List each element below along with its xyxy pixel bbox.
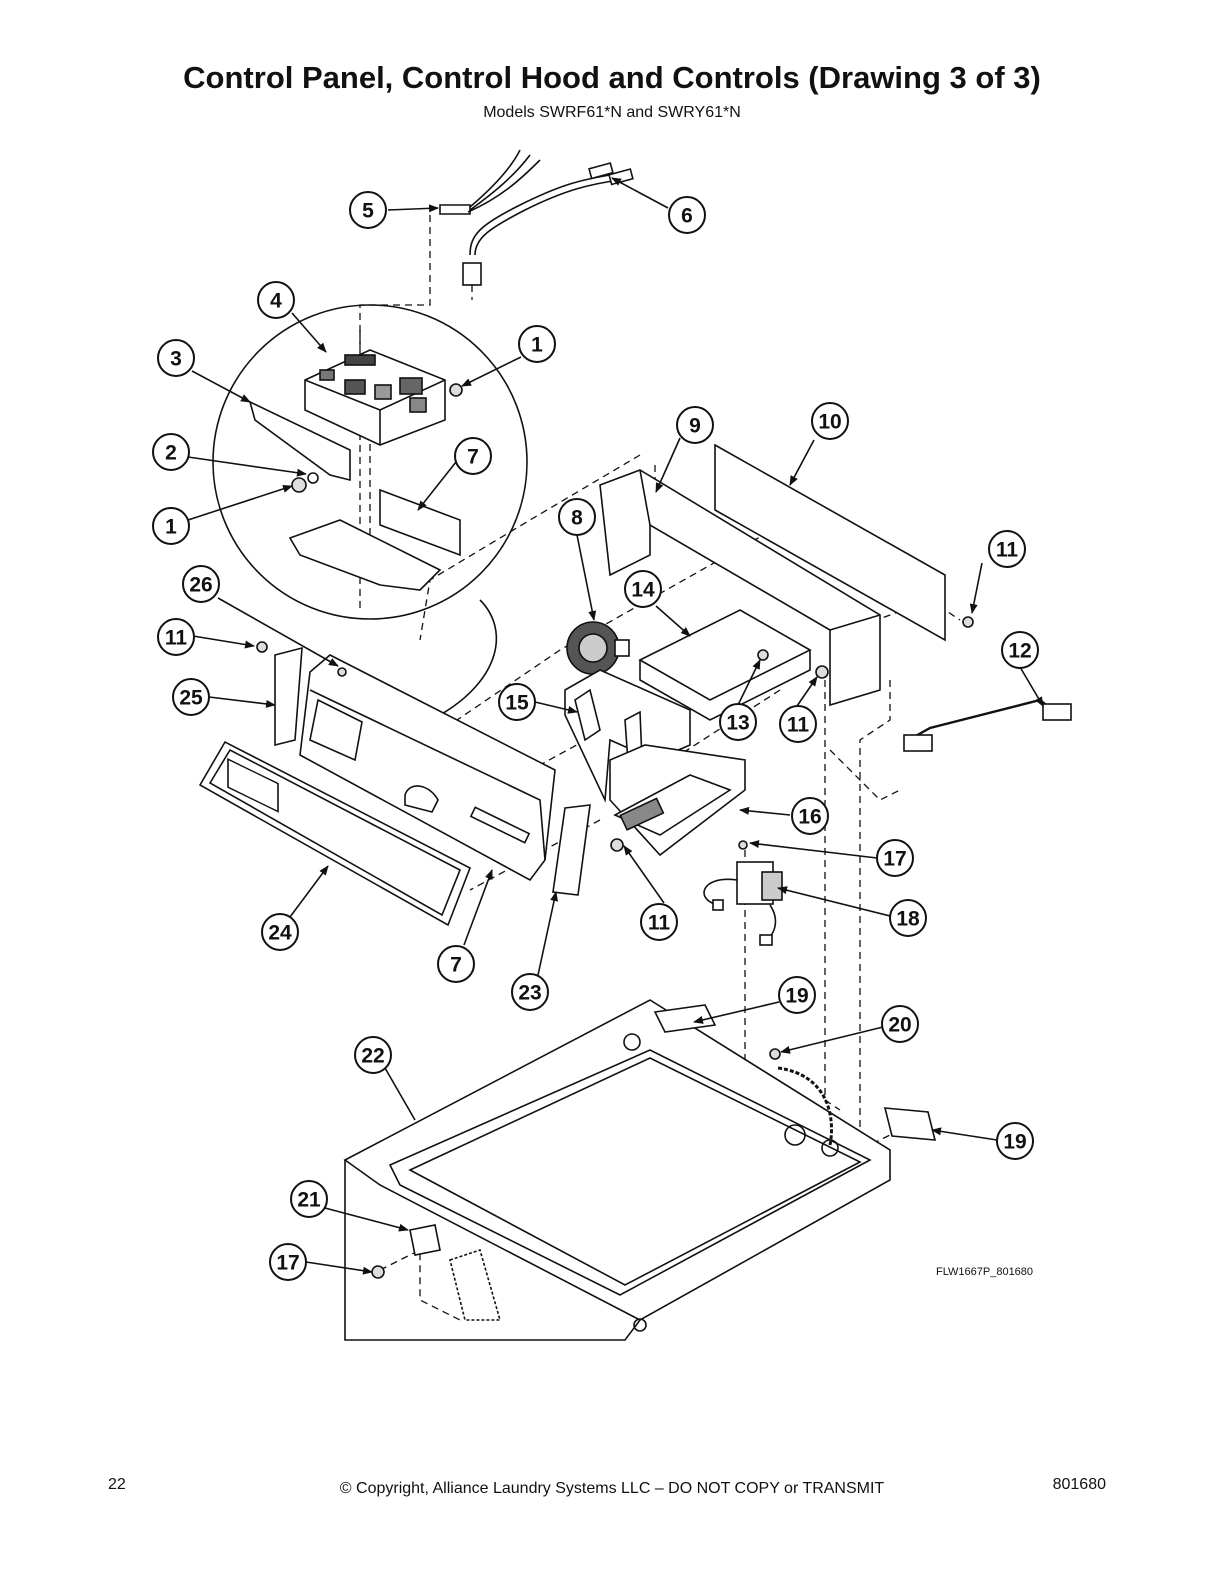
callout-14 (624, 570, 662, 608)
callout-label-3: 3 (170, 348, 182, 371)
callout-label-16: 16 (798, 806, 821, 829)
callout-1 (518, 325, 556, 363)
callout-label-26: 26 (189, 574, 212, 597)
callout-label-18: 18 (896, 908, 920, 931)
callout-19 (778, 976, 816, 1014)
callout-label-6: 6 (681, 205, 693, 228)
callout-7 (437, 945, 475, 983)
callout-label-11: 11 (787, 714, 810, 737)
callout-11 (779, 705, 817, 743)
callout-17 (876, 839, 914, 877)
rear-panel (714, 443, 946, 642)
callout-label-15: 15 (505, 692, 529, 715)
callout-label-19: 19 (1003, 1131, 1026, 1154)
callout-balloons (152, 191, 1039, 1281)
callout-15 (498, 683, 536, 721)
callout-label-7: 7 (467, 446, 479, 469)
callout-label-11: 11 (165, 627, 188, 650)
detail-magnifier-circle (212, 304, 528, 620)
callout-label-23: 23 (518, 982, 541, 1005)
copyright-notice: © Copyright, Alliance Laundry Systems LL… (339, 1480, 885, 1497)
callout-label-4: 4 (270, 290, 282, 313)
callout-10 (811, 402, 849, 440)
control-board (304, 349, 446, 446)
callout-26 (182, 565, 220, 603)
callout-19 (996, 1122, 1034, 1160)
callout-25 (172, 678, 210, 716)
callout-3 (157, 339, 195, 377)
leader-arrows (187, 177, 1044, 1275)
callout-label-17: 17 (276, 1252, 299, 1275)
callout-label-20: 20 (888, 1014, 911, 1037)
callout-11 (157, 618, 195, 656)
control-panel-overlay (198, 740, 472, 927)
callout-label-21: 21 (297, 1189, 321, 1212)
callout-label-7: 7 (450, 954, 462, 977)
callout-label-1: 1 (531, 334, 543, 357)
page-subtitle: Models SWRF61*N and SWRY61*N (483, 104, 741, 121)
document-number: 801680 (1052, 1476, 1106, 1493)
callout-4 (257, 281, 295, 319)
drawing-code: FLW1667P_801680 (936, 1266, 1033, 1278)
callout-label-19: 19 (785, 985, 808, 1008)
module-box (638, 609, 812, 701)
callout-label-10: 10 (818, 411, 841, 434)
callout-label-24: 24 (268, 922, 292, 945)
callout-22 (354, 1036, 392, 1074)
callout-label-17: 17 (883, 848, 906, 871)
callout-2 (152, 433, 190, 471)
callout-9 (676, 406, 714, 444)
callout-21 (290, 1180, 328, 1218)
callout-5 (349, 191, 387, 229)
callout-12 (1001, 631, 1039, 669)
callout-20 (881, 1005, 919, 1043)
callout-label-5: 5 (362, 200, 374, 223)
callout-label-11: 11 (648, 912, 671, 935)
callout-13 (719, 703, 757, 741)
end-cap-left (274, 646, 303, 747)
callout-24 (261, 913, 299, 951)
callout-23 (511, 973, 549, 1011)
callout-label-8: 8 (571, 507, 583, 530)
callout-17 (269, 1243, 307, 1281)
callout-label-22: 22 (361, 1045, 384, 1068)
callout-label-12: 12 (1008, 640, 1031, 663)
transformer-part (703, 861, 783, 946)
callout-label-11: 11 (996, 539, 1019, 562)
callout-label-13: 13 (726, 712, 749, 735)
callout-7 (454, 437, 492, 475)
page-number: 22 (108, 1476, 126, 1493)
callout-label-14: 14 (631, 579, 655, 602)
cabinet-top (343, 999, 891, 1341)
console-back (599, 469, 881, 707)
callout-1 (152, 507, 190, 545)
end-cap-right (552, 804, 591, 896)
callout-18 (889, 899, 927, 937)
callout-11 (988, 530, 1026, 568)
wire-harness (439, 149, 634, 286)
bracket-part (248, 400, 351, 482)
callout-label-2: 2 (165, 442, 177, 465)
callout-label-25: 25 (179, 687, 203, 710)
callout-label-1: 1 (165, 516, 177, 539)
detail-pointer-curve (439, 599, 498, 716)
page-title: Control Panel, Control Hood and Controls… (183, 60, 1041, 95)
callout-16 (791, 797, 829, 835)
callout-6 (668, 196, 706, 234)
callout-8 (558, 498, 596, 536)
callout-11 (640, 903, 678, 941)
control-hood (299, 654, 556, 882)
callout-label-9: 9 (689, 415, 701, 438)
timer-knob-part (566, 621, 630, 675)
